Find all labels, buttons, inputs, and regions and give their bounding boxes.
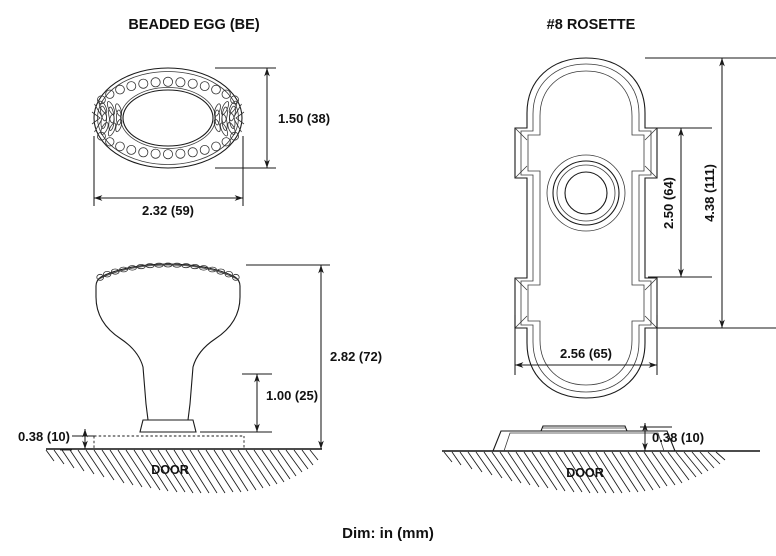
right-panel-title: #8 ROSETTE bbox=[547, 17, 636, 33]
left-panel-title: BEADED EGG (BE) bbox=[128, 17, 259, 33]
dim-front-height: 1.50 (38) bbox=[278, 111, 330, 126]
dim-rosette-inner-height: 2.50 (64) bbox=[661, 177, 676, 229]
bead-ring bbox=[97, 76, 240, 160]
rosette-front-dimensions: 4.38 (111) 2.50 (64) 2.56 (65) bbox=[514, 57, 776, 375]
knob-base-collar bbox=[139, 419, 197, 433]
rosette-side-dimensions: 0.38 (10) bbox=[640, 423, 704, 451]
dim-rosette-thickness: 0.38 (10) bbox=[652, 430, 704, 445]
dim-rosette-overall-height: 4.38 (111) bbox=[702, 164, 717, 222]
dim-front-width: 2.32 (59) bbox=[142, 203, 194, 218]
rosette-notch-bevels bbox=[514, 127, 658, 329]
rosette-plate-hidden-outline bbox=[93, 436, 245, 450]
beaded-egg-side-dimensions: 2.82 (72) 1.00 (25) 0.38 (10) bbox=[18, 264, 382, 449]
rosette-plate-profile bbox=[492, 430, 676, 452]
knob-inner-ellipse bbox=[122, 89, 214, 147]
rosette-boss-ring-3 bbox=[556, 164, 616, 222]
rosette-inner-bevel-profile bbox=[520, 63, 652, 393]
knob-outer-ellipse-inner-edge bbox=[97, 71, 239, 165]
door-label-right: DOOR bbox=[566, 466, 604, 480]
dim-total-height: 2.82 (72) bbox=[330, 349, 382, 364]
left-leaf-motif bbox=[91, 100, 123, 137]
rosette-side-view: DOOR bbox=[442, 425, 760, 494]
knob-outer-ellipse bbox=[93, 67, 243, 169]
door-hatching bbox=[45, 449, 319, 494]
beaded-egg-side-view: DOOR bbox=[45, 262, 322, 494]
beaded-egg-front-dimensions: 1.50 (38) 2.32 (59) bbox=[93, 67, 330, 218]
dim-knob-height: 1.00 (25) bbox=[266, 388, 318, 403]
rosette-center-band bbox=[540, 425, 628, 432]
dim-rose-thickness-left: 0.38 (10) bbox=[18, 429, 70, 444]
door-hatching-right bbox=[443, 451, 726, 494]
units-note: Dim: in (mm) bbox=[342, 525, 434, 542]
dim-rosette-width: 2.56 (65) bbox=[560, 346, 612, 361]
rosette-boss-mid-ring bbox=[552, 160, 620, 226]
door-label-left: DOOR bbox=[151, 463, 189, 477]
knob-body-outline bbox=[95, 263, 241, 421]
rosette-center-hole bbox=[564, 171, 608, 215]
knob-bead-ring-guide bbox=[120, 87, 216, 149]
right-leaf-motif bbox=[213, 100, 245, 137]
knob-top-bead-edge bbox=[96, 262, 240, 281]
rosette-boss-outer-ring bbox=[546, 154, 626, 232]
beaded-egg-front-view bbox=[91, 67, 245, 169]
rosette-plate-inner-profile bbox=[503, 432, 665, 452]
rosette-recessed-panel bbox=[527, 70, 645, 386]
